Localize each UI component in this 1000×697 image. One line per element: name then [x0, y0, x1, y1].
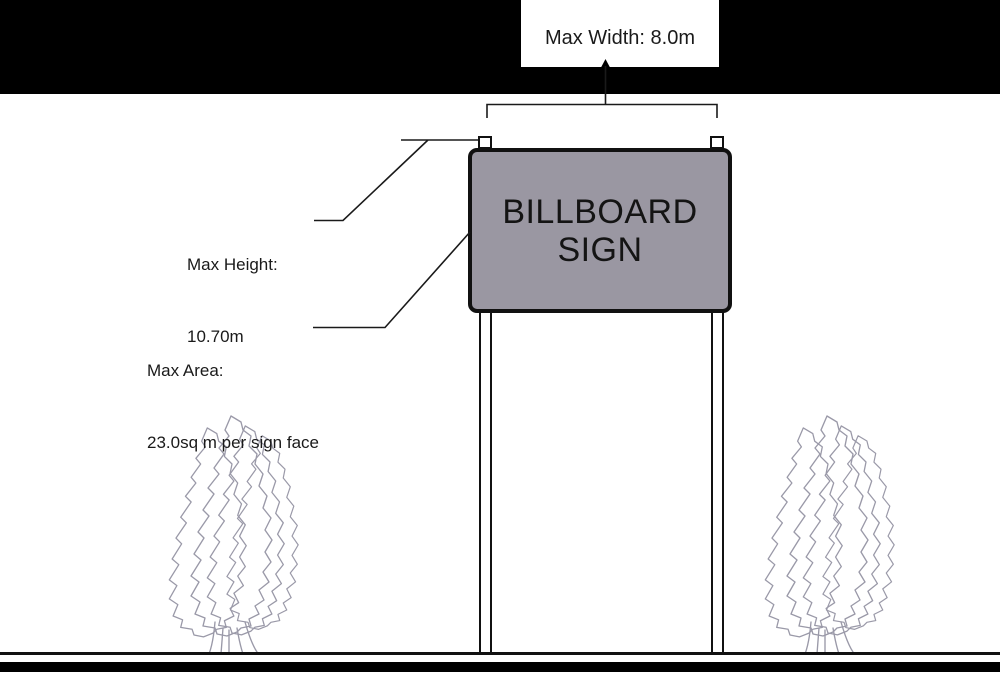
billboard-sign-face: BILLBOARD SIGN: [468, 148, 732, 313]
ground-bar: [0, 662, 1000, 672]
max-height-label: Max Height:: [187, 255, 278, 274]
max-width-arrow: [601, 59, 610, 68]
max-width-label: Max Width: 8.0m: [544, 27, 696, 49]
max-area-value: 23.0sq m per sign face: [147, 433, 319, 452]
ground-line: [0, 652, 1000, 655]
max-width-callout: Max Width: 8.0m: [521, 0, 719, 67]
width-extent-bracket: [486, 103, 718, 118]
tree-left: [168, 415, 299, 655]
sign-pole-right: [710, 310, 724, 654]
sign-text-line1: BILLBOARD: [502, 192, 698, 231]
top-black-band: [0, 0, 1000, 94]
max-height-annotation: Max Height: 10.70m: [187, 205, 278, 397]
max-height-leader: [314, 139, 478, 222]
max-area-leader: [313, 231, 471, 329]
tree-trunk: [208, 621, 258, 655]
max-height-value: 10.70m: [187, 327, 244, 346]
max-area-label: Max Area:: [147, 361, 224, 380]
sign-text-line2: SIGN: [557, 230, 643, 269]
sign-pole-left: [478, 310, 492, 654]
max-area-annotation: Max Area: 23.0sq m per sign face: [147, 311, 319, 503]
